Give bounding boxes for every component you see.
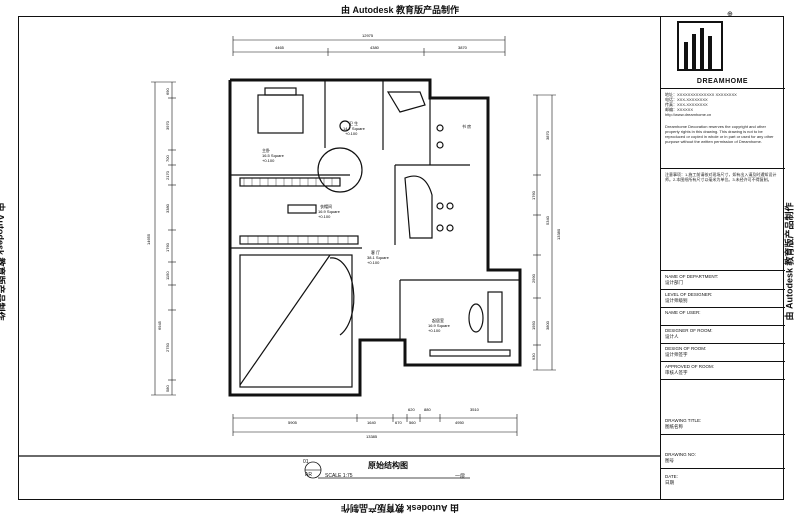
field-drawing-title: DRAWING TITLE:图纸名称 [665, 418, 702, 429]
dim-right-seg-1: 1760 [531, 190, 536, 200]
dim-left-seg-9: 580 [165, 385, 170, 392]
field-date: DATE:日期 [665, 474, 678, 485]
dim-bottom-seg-6: 3510 [470, 407, 480, 412]
drawing-number: 01 [303, 459, 309, 465]
dim-bottom-seg-0: 5905 [288, 420, 298, 425]
field-user: NAME OF USER: [665, 310, 701, 315]
dim-right-total: 13380 [556, 228, 561, 240]
dim-left-seg-6: 1150 [165, 271, 170, 280]
contact-line: http://www.dreamhome.cn [665, 112, 712, 117]
room-name-4: 客 厅 [371, 249, 380, 255]
dim-left-seg-2: 700 [165, 155, 170, 162]
dim-right-seg-0: 3870 [545, 130, 550, 140]
room-elev-3: +0.100 [318, 214, 331, 219]
dim-left-seg-4: 3380 [165, 203, 170, 213]
dim-right-seg-4: 1950 [531, 320, 536, 330]
contact-line: 电话：XXX-XXXXXXXX [665, 97, 708, 102]
dim-bottom-seg-7: 4950 [455, 420, 465, 425]
dim-bottom-total: 13385 [366, 434, 378, 439]
field-designer-level: LEVEL OF DESIGNER:设计师级别 [665, 292, 713, 303]
dim-bottom-seg-2: 670 [395, 420, 402, 425]
room-name-1: 卫 生 [349, 120, 358, 126]
drawing-frame [18, 16, 784, 500]
field-approved: APPROVED OF ROOM:审核人签字 [665, 364, 715, 375]
dim-top-total: 12975 [362, 33, 374, 38]
room-area-1: 14.7 Square [343, 126, 366, 131]
watermark-top: 由 Autodesk 教育版产品制作 [340, 5, 459, 15]
room-area-0: 16.5 Square [262, 153, 285, 158]
room-area-4: 38.1 Square [367, 255, 390, 260]
dim-left-seg-8: 2750 [165, 342, 170, 352]
dim-top-seg-0: 4465 [275, 45, 285, 50]
room-area-3: 16.9 Square [318, 209, 341, 214]
dim-right-seg-2: 5340 [545, 215, 550, 225]
room-name-3: 衣帽间 [320, 203, 332, 209]
dim-left-seg-7: 6945 [157, 320, 162, 330]
watermark-right: 由 Autodesk 教育版产品制作 [784, 202, 795, 321]
drawing-floor: 一层 [455, 474, 466, 480]
drawing-title: 原始结构图 [368, 461, 408, 470]
dim-left-seg-3: 2170 [165, 170, 170, 180]
field-department: NAME OF DEPARTMENT:设计部门 [665, 274, 719, 285]
field-drawing-no: DRAWING NO:图号 [665, 452, 696, 463]
dim-bottom-seg-3: 620 [408, 407, 415, 412]
room-elev-0: +0.100 [262, 158, 275, 163]
room-name-0: 主卧 [262, 147, 270, 153]
dim-right-seg-3: 2990 [531, 273, 536, 283]
contact-line: 地址：XXXXXXXXXXXXXX XXXXXXXX [665, 92, 737, 97]
dim-left-seg-0: 690 [165, 88, 170, 95]
field-design: DESIGN OF ROOM:设计师签字 [665, 346, 707, 357]
contact-line: 传真：XXX-XXXXXXXX [665, 102, 708, 107]
contact-line: 邮编：XXXXXX [665, 107, 694, 112]
floor-plan: 12975 4465 4380 3870 5905 1640 670 620 5… [18, 33, 660, 479]
dim-right-seg-6: 930 [531, 353, 536, 360]
corner-registration-icon: ⊕ [727, 11, 733, 18]
notes-text: 注意事项：1.施工前请核对现场尺寸，如有出入请及时通知设计师。2.本图纸所有尺寸… [665, 172, 777, 182]
brand-name: DREAMHOME [696, 78, 749, 85]
contact-block: 地址：XXXXXXXXXXXXXX XXXXXXXX 电话：XXX-XXXXXX… [665, 92, 781, 117]
room-elev-1: +0.100 [345, 131, 358, 136]
room-name-2: 书 房 [462, 123, 471, 129]
dim-top-seg-1: 4380 [370, 45, 380, 50]
dim-bottom-seg-4: 560 [409, 420, 416, 425]
drawing-scale: SCALE 1:75 [325, 473, 353, 479]
title-block: DREAMHOME 地址：XXXXXXXXXXXXXX XXXXXXXX 电话：… [660, 16, 785, 500]
room-elev-4: +0.100 [367, 260, 380, 265]
room-area-5: 16.9 Square [428, 323, 451, 328]
dim-left-total: 14655 [146, 233, 151, 245]
dim-left-seg-5: 1760 [165, 242, 170, 252]
dreamhome-logo-icon [677, 21, 723, 71]
dim-right-seg-5: 3800 [545, 320, 550, 330]
dim-bottom-seg-1: 1640 [367, 420, 377, 425]
dim-bottom-seg-5: 880 [424, 407, 431, 412]
dim-top-seg-2: 3870 [458, 45, 468, 50]
drawing-ref: AR [305, 472, 312, 478]
field-designer: DESIGNER OF ROOM:设计人 [665, 328, 713, 339]
room-name-5: 起居室 [432, 317, 444, 323]
room-elev-5: +0.100 [428, 328, 441, 333]
copyright-text: Dreamhome Decoration reserves the copyri… [665, 124, 774, 144]
dim-left-seg-1: 3970 [165, 120, 170, 130]
